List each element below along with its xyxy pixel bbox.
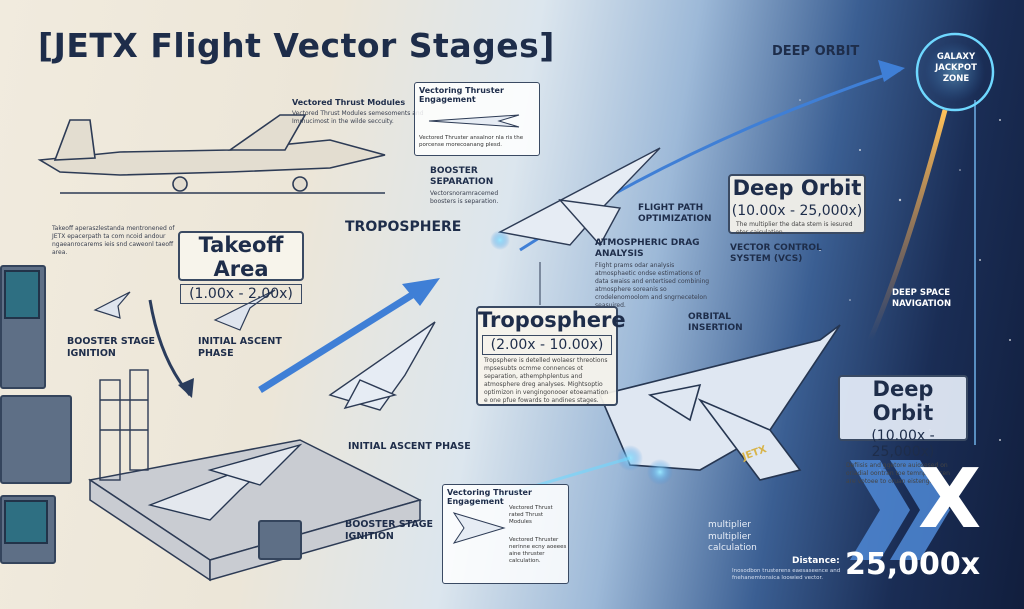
orange-trail	[867, 109, 948, 342]
launch-tower	[99, 369, 149, 481]
deep-orbit-lower-name: Deep Orbit	[872, 377, 934, 425]
booster-ignition-left-label: BOOSTER STAGE IGNITION	[67, 336, 156, 359]
inset-vectoring-bottom: Vectoring Thruster Engagement Vectored T…	[442, 484, 569, 584]
ascent-arrow-head	[402, 278, 440, 306]
inset-top-jet-sketch	[428, 114, 520, 128]
vectored-thrust-modules-label: Vectored Thrust Modules	[292, 98, 406, 107]
troposphere-stage-name: Troposphere	[478, 308, 626, 332]
inset-bottom-note-a: Vectored Thrust rated Thrust Modules	[509, 505, 553, 525]
troposphere-stage-range: (2.00x - 10.00x)	[481, 335, 613, 355]
booster-ignition-bottom-label: BOOSTER STAGE IGNITION	[345, 519, 434, 542]
launch-platform	[88, 439, 423, 582]
distance-value: 25,000x	[845, 547, 981, 582]
atmospheric-drag-label: ATMOSPHERIC DRAG ANALYSIS	[595, 238, 700, 259]
troposphere-stage-box: Troposphere (2.00x - 10.00x) Tropsphere …	[476, 306, 626, 406]
control-terminal	[258, 520, 302, 560]
main-jet	[598, 324, 841, 481]
deep-orbit-upper-range: (10.00x - 25,000x)	[731, 203, 863, 219]
descent-arrow-head	[178, 378, 194, 398]
troposphere-sky-label: TROPOSPHERE	[345, 219, 462, 235]
jackpot-ring	[915, 32, 995, 112]
initial-ascent-center-label: INITIAL ASCENT PHASE	[348, 441, 471, 452]
upper-arrow-head	[878, 60, 905, 82]
inset-top-title: Vectoring Thruster Engagement	[419, 86, 504, 104]
upper-jet	[497, 147, 661, 247]
takeoff-stage-box: Takeoff Area (1.00x - 2.00x)	[178, 231, 304, 304]
big-x-mark: X	[918, 452, 982, 547]
booster-separation-note: Vectorsnoramracemed boosters is separati…	[430, 190, 499, 205]
inset-top-note: Vectored Thruster ansalnor nla ris the p…	[419, 135, 524, 148]
deep-orbit-lower-box: Deep Orbit (10.00x - 25,000x) Defiisis a…	[838, 375, 968, 485]
deep-space-nav-label: DEEP SPACE NAVIGATION	[892, 288, 952, 309]
distance-label: Distance:	[792, 556, 840, 566]
deep-orbit-header: DEEP ORBIT	[772, 44, 860, 59]
inset-bottom-title: Vectoring Thruster Engagement	[447, 488, 532, 506]
takeoff-stage-range: (1.00x - 2.00x)	[180, 284, 302, 304]
orbital-insertion-label: ORBITAL INSERTION	[688, 312, 743, 333]
page-title: [JETX Flight Vector Stages]	[38, 26, 555, 65]
inset-bottom-note-b: Vectored Thruster nerinne ecny aoeees ai…	[509, 537, 567, 564]
monitor-left-top	[4, 270, 40, 319]
takeoff-note: Takeoff aperaszlestanda mentronened of J…	[52, 225, 175, 256]
troposphere-stage-desc: Tropsphere is detelled wolaesr threotion…	[484, 357, 609, 404]
jackpot-zone-label: GALAXY JACKPOT ZONE	[935, 52, 977, 84]
blueprint-jet	[37, 114, 386, 192]
vectored-thrust-note: Vectored Thrust Modules semesoments and …	[292, 110, 424, 125]
distance-note: Inosodbon trusterens eaesaseence and fne…	[732, 568, 841, 581]
deep-orbit-upper-name: Deep Orbit	[732, 176, 862, 200]
initial-ascent-left-label: INITIAL ASCENT PHASE	[198, 336, 282, 359]
monitor-left-bottom-screen	[4, 500, 48, 544]
deep-orbit-upper-box: Deep Orbit (10.00x - 25,000x) The multip…	[728, 174, 866, 236]
multiplier-label: multiplier	[708, 520, 751, 530]
vector-control-label: VECTOR CONTROL SYSTEM (VCS)	[730, 243, 822, 264]
deep-orbit-lower-desc: Defiisis and ggetore auiosesed on oriadi…	[846, 462, 950, 485]
atmospheric-note: Flight prams odar analysis atmosphaetic …	[595, 262, 710, 309]
booster-separation-label: BOOSTER SEPARATION	[430, 166, 494, 187]
inset-bottom-jet-sketch	[452, 512, 506, 544]
small-jet-left-2	[213, 289, 276, 331]
flight-path-opt-label: FLIGHT PATH OPTIMIZATION	[638, 203, 712, 224]
ascent-trail-arrow	[258, 287, 422, 393]
control-desk-left	[0, 395, 72, 484]
takeoff-stage-name: Takeoff Area	[198, 233, 284, 281]
inset-vectoring-top: Vectoring Thruster Engagement Vectored T…	[414, 82, 540, 156]
mid-jet	[328, 321, 436, 411]
small-jet-left-1	[93, 291, 131, 319]
multiplier-calc-label: multiplier calculation	[708, 532, 757, 553]
chevron-arrows	[850, 460, 950, 560]
deep-orbit-upper-desc: The multiplier the data stem is iesured …	[736, 221, 853, 236]
platform-jet	[147, 443, 303, 521]
deep-orbit-lower-range: (10.00x - 25,000x)	[871, 428, 935, 460]
